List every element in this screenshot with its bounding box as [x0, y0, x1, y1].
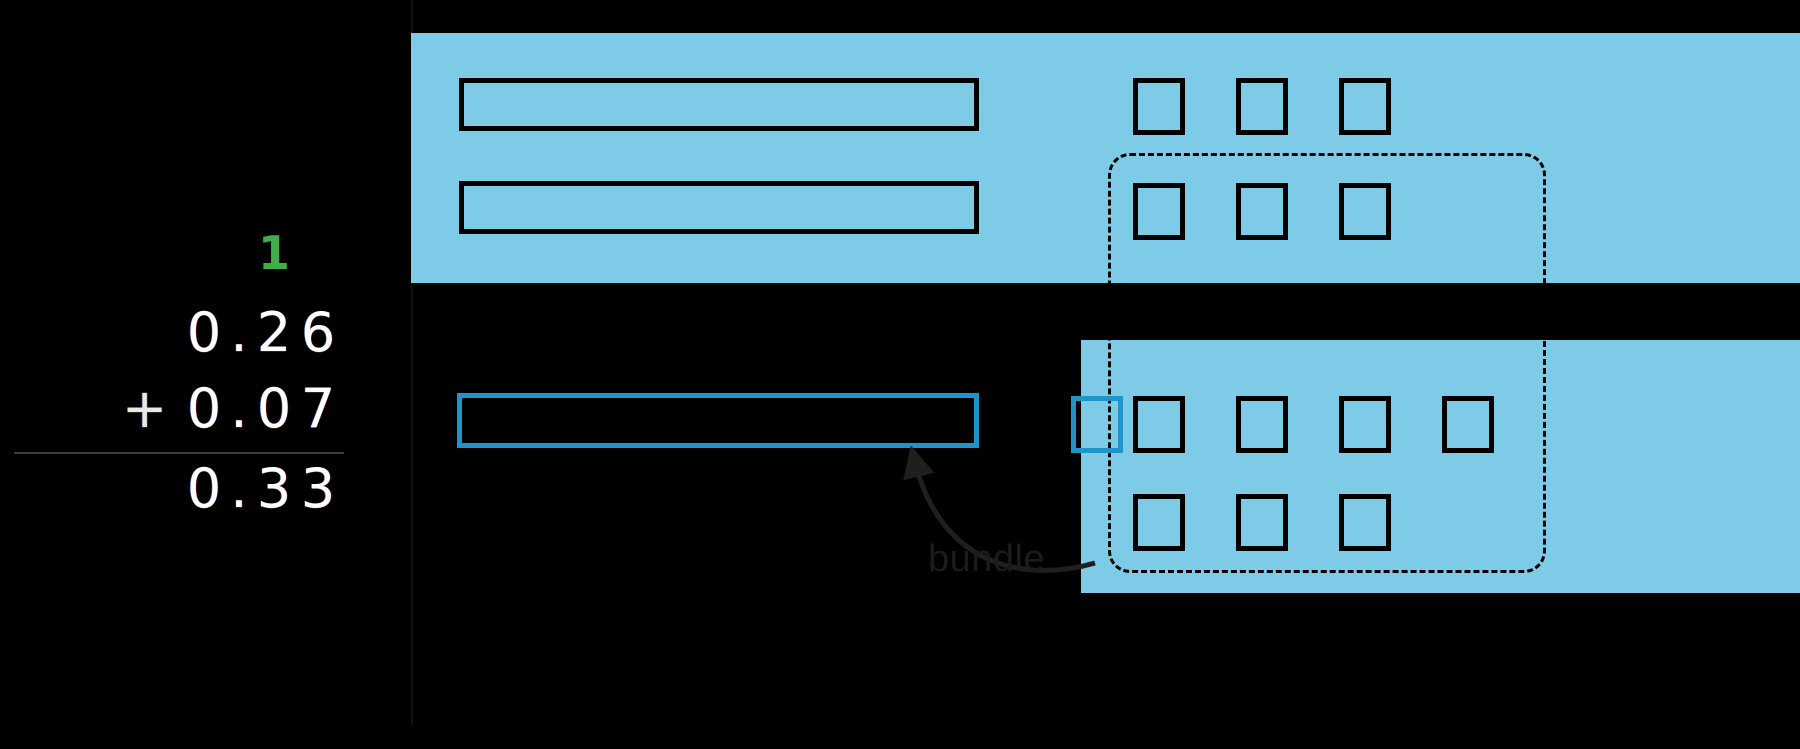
bundle-arrow: [903, 445, 1096, 573]
bundle-label: bundle: [928, 538, 1046, 580]
tenth-bar-1[interactable]: [459, 78, 979, 131]
tenth-bar-2[interactable]: [459, 181, 979, 234]
hundredth-square-top-r2-c3[interactable]: [1339, 183, 1391, 240]
addend-1-digit-hundredths: 6: [300, 301, 336, 364]
top-model-panel: [411, 33, 1800, 283]
addend-2-digit-ones: 0: [186, 377, 222, 440]
addend-1-digit-tenths: 2: [256, 301, 292, 364]
hundredth-square-bottom-r1-c4[interactable]: [1442, 396, 1494, 453]
bundle-dashed-outline[interactable]: [1108, 153, 1546, 573]
hundredth-square-top-r1-c3[interactable]: [1339, 78, 1391, 135]
hundredth-square-bottom-r1-c1[interactable]: [1133, 396, 1185, 453]
hundredth-square-top-r2-c1[interactable]: [1133, 183, 1185, 240]
addend-1-decimal-point: .: [230, 301, 248, 364]
addend-row-1: 0 . 2 6: [0, 294, 340, 372]
addend-2-digit-hundredths: 7: [300, 377, 336, 440]
vertical-addition-worksheet: 1 0 . 2 6 + 0 . 0 7 0 . 3 3: [0, 0, 410, 725]
hundredth-square-top-r1-c2[interactable]: [1236, 78, 1288, 135]
vertical-divider: [411, 0, 413, 725]
hundredth-square-top-r1-c1[interactable]: [1133, 78, 1185, 135]
result-tenth-bar-selected[interactable]: [457, 393, 979, 448]
hundredth-square-bottom-r2-c3[interactable]: [1339, 494, 1391, 551]
carry-digit: 1: [257, 226, 290, 280]
addend-2-digit-tenths: 0: [256, 377, 292, 440]
result-hundredth-square-selected[interactable]: [1071, 396, 1123, 453]
addend-1-digit-ones: 0: [186, 301, 222, 364]
addition-rule-line: [14, 452, 344, 454]
hundredth-square-top-r2-c2[interactable]: [1236, 183, 1288, 240]
addend-2-decimal-point: .: [230, 377, 248, 440]
sum-digit-tenths: 3: [256, 457, 292, 520]
hundredth-square-bottom-r1-c2[interactable]: [1236, 396, 1288, 453]
addend-row-2: + 0 . 0 7: [0, 370, 340, 448]
sum-digit-hundredths: 3: [300, 457, 336, 520]
bottom-model-panel: [1081, 340, 1800, 593]
hundredth-square-bottom-r2-c1[interactable]: [1133, 494, 1185, 551]
hundredth-square-bottom-r1-c3[interactable]: [1339, 396, 1391, 453]
plus-operator: +: [122, 377, 168, 440]
sum-decimal-point: .: [230, 457, 248, 520]
carry-row: 1: [0, 218, 340, 288]
hundredth-square-bottom-r2-c2[interactable]: [1236, 494, 1288, 551]
bundle-arrow-path: [903, 445, 1096, 573]
sum-digit-ones: 0: [186, 457, 222, 520]
sum-row: 0 . 3 3: [0, 450, 340, 528]
